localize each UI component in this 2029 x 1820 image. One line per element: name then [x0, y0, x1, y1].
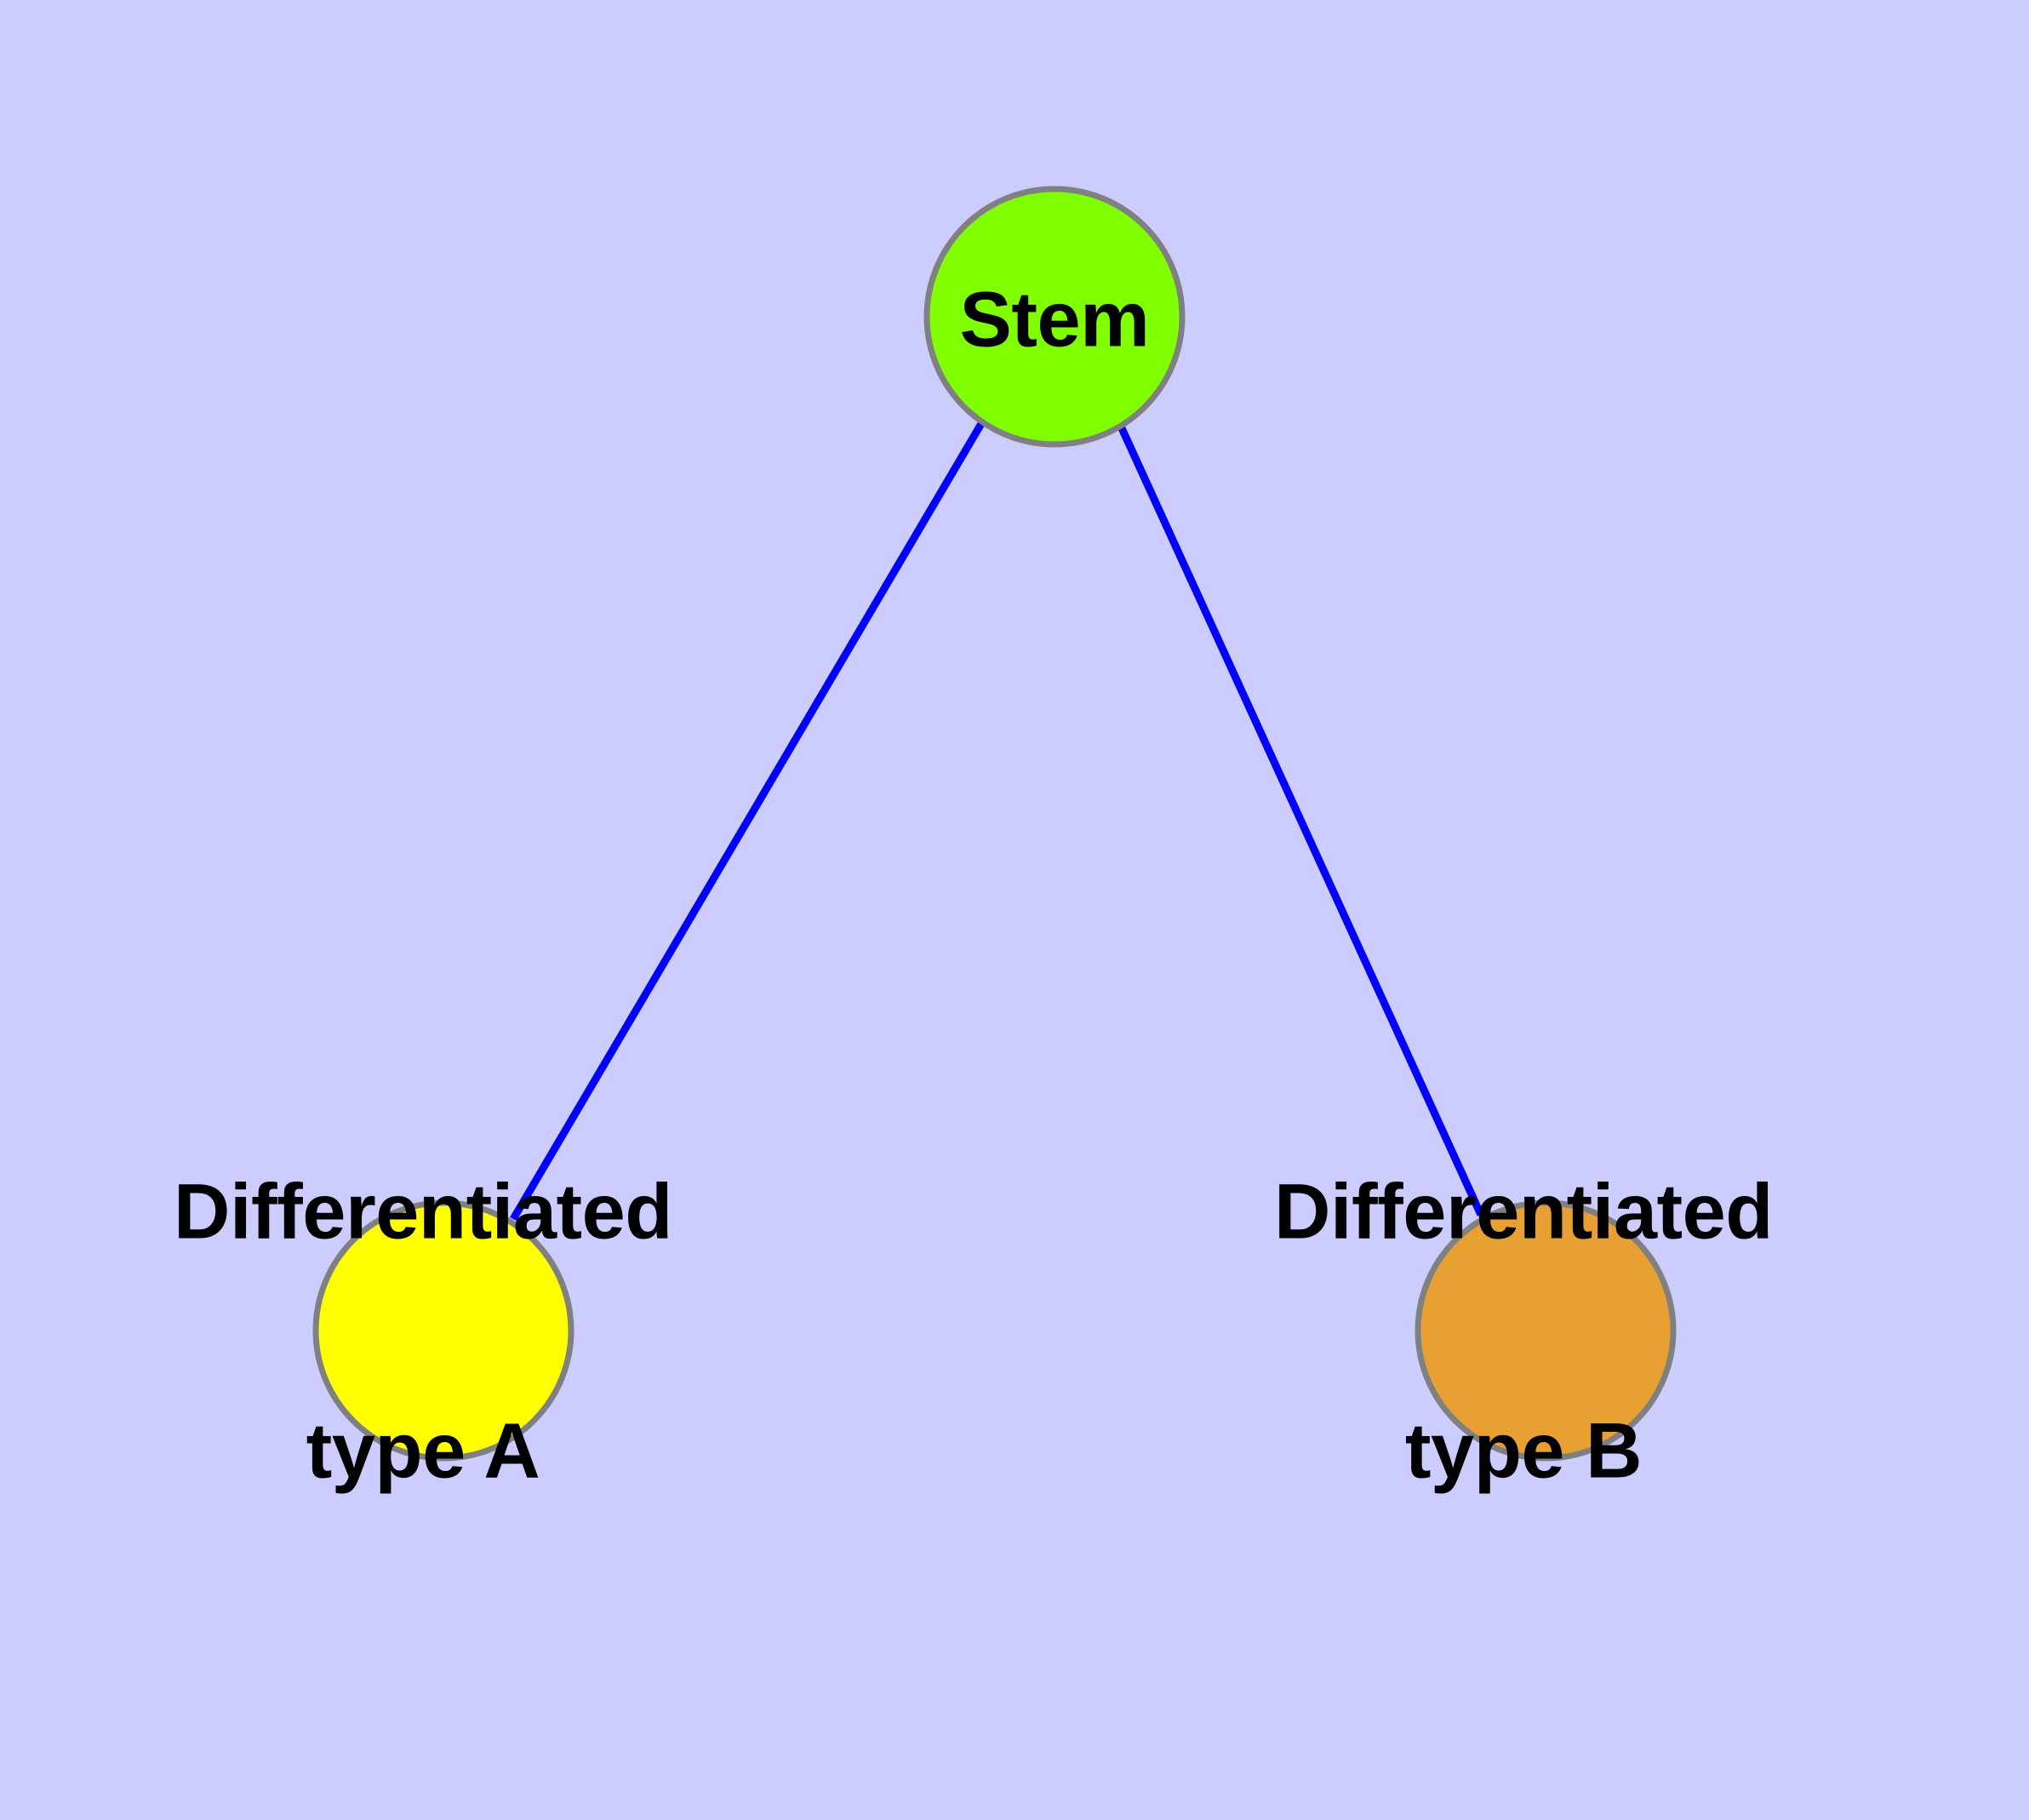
edge-stem-to-differentiated-type-b[interactable]: [1117, 426, 1485, 1216]
node-layer: [312, 186, 1677, 1462]
edge-layer: [510, 420, 1485, 1222]
node-stem[interactable]: [923, 186, 1186, 448]
node-differentiated-type-a[interactable]: [312, 1199, 574, 1462]
edge-stem-to-differentiated-type-a[interactable]: [510, 420, 986, 1222]
node-differentiated-type-b[interactable]: [1415, 1199, 1677, 1462]
